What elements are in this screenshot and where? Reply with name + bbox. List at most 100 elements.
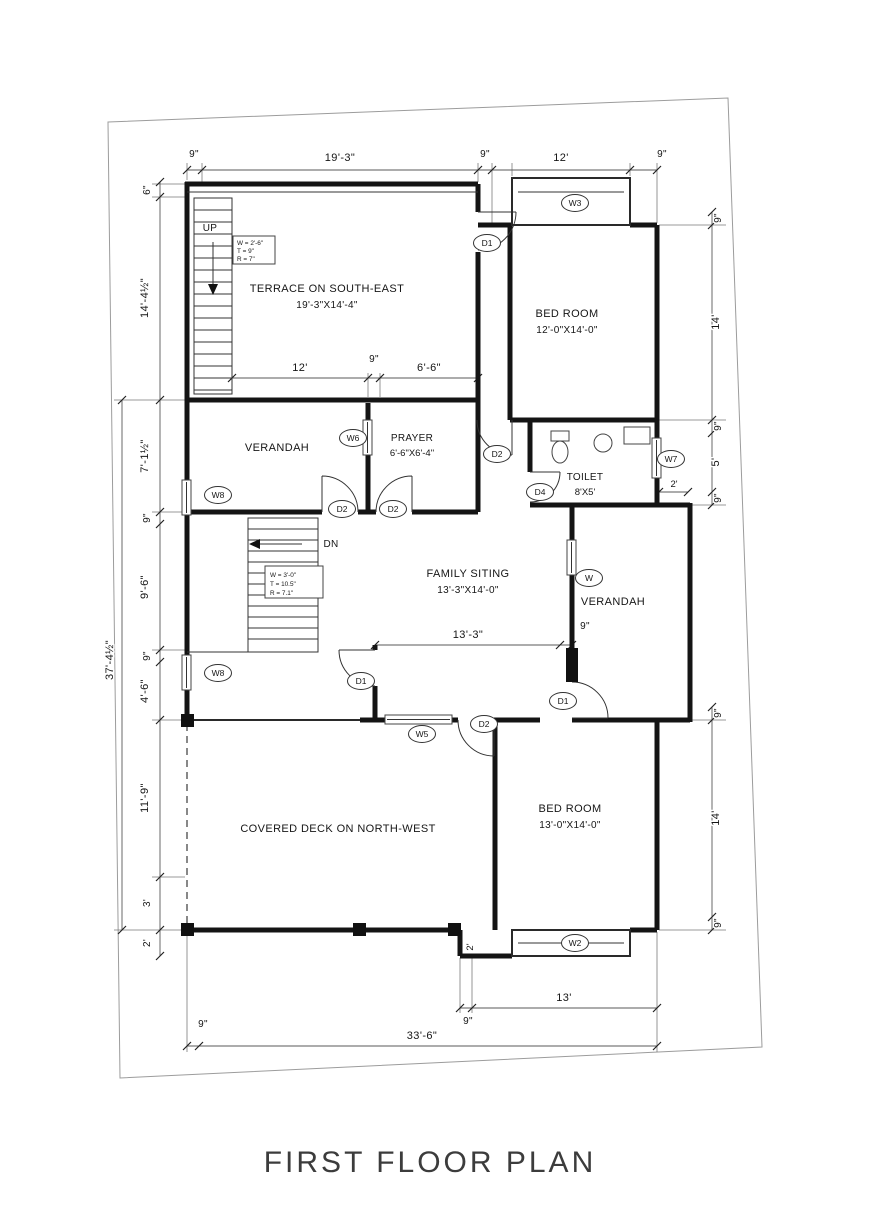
dim-left-3: 3' [142, 899, 153, 907]
tag-d1-top: D1 [482, 238, 493, 248]
bay-window-w3 [511, 177, 631, 226]
dim-top-19-3: 19'-3" [325, 152, 355, 164]
tag-d1-family: D1 [356, 676, 367, 686]
tag-w8-lower: W8 [212, 668, 225, 678]
bay-window-w2 [511, 929, 631, 957]
stair-labels: UP DN W = 2'-6" T = 9" R = 7" W = 3'-0" … [201, 222, 339, 598]
dim-right-14a: 14' [710, 314, 722, 330]
property-boundary [107, 97, 763, 1079]
room-label-bedroom-bottom: BED ROOM [538, 803, 601, 815]
room-label-terrace: TERRACE ON SOUTH-EAST [250, 283, 404, 295]
stair-spec-box-lower [264, 565, 324, 599]
room-size-bedroom-bottom: 13'-0"X14'-0" [539, 820, 601, 831]
stair-spec-lower-3: R = 7.1" [270, 590, 293, 597]
stairs-up-label: UP [203, 223, 218, 234]
dim-left-9a: 9" [142, 513, 153, 523]
dim-top-9a: 9" [189, 149, 199, 160]
tag-w6: W6 [347, 433, 360, 443]
dim-left-2: 2' [142, 939, 153, 947]
dim-right-9c: 9" [713, 493, 724, 503]
tag-w2: W2 [569, 938, 582, 948]
column [181, 714, 194, 727]
dim-right-9b: 9" [713, 421, 724, 431]
up-arrow-head [208, 284, 218, 295]
stair-spec-upper-1: W = 2'-6" [237, 240, 263, 247]
column [353, 923, 366, 936]
opening-tags: W3 D1 D2 W6 D4 W7 W8 D2 D2 W D1 D1 W5 D2… [204, 194, 685, 952]
room-label-verandah-right: VERANDAH [581, 596, 645, 608]
dim-top-9b: 9" [480, 149, 490, 160]
room-labels: TERRACE ON SOUTH-EAST 19'-3"X14'-4" BED … [239, 282, 646, 837]
room-size-prayer: 6'-6"X6'-4" [390, 448, 434, 459]
dim-top-9c: 9" [657, 149, 667, 160]
room-label-verandah-left: VERANDAH [245, 442, 309, 454]
tag-w8-upper: W8 [212, 490, 225, 500]
room-label-prayer: PRAYER [391, 433, 433, 444]
walls [184, 181, 693, 959]
wc-bowl [551, 440, 569, 464]
toilet-shelf [623, 426, 651, 445]
dim-left-11-9: 11'-9" [139, 783, 151, 813]
stair-spec-box-upper [232, 235, 276, 265]
tag-w3: W3 [569, 198, 582, 208]
dim-terrace-12: 12' [292, 362, 308, 374]
room-size-bedroom-top: 12'-0"X14'-0" [536, 325, 598, 336]
tag-w5: W5 [416, 729, 429, 739]
wash-basin [593, 433, 613, 453]
tag-d1-verandah: D1 [558, 696, 569, 706]
dim-step-2: 2' [465, 943, 476, 950]
dim-overall-left: 37'-4½" [104, 640, 116, 680]
room-size-toilet: 8'X5' [575, 487, 596, 498]
drawing-title: FIRST FLOOR PLAN [264, 1146, 597, 1179]
tag-w-verandah: W [585, 573, 593, 583]
stair-spec-upper-2: T = 9" [237, 248, 254, 255]
tag-d2-ver-left: D2 [337, 504, 348, 514]
dim-left-7-1: 7'-1½" [139, 439, 151, 472]
dim-terrace-9: 9" [369, 354, 379, 365]
room-size-terrace: 19'-3"X14'-4" [296, 300, 358, 311]
dim-top-12: 12' [553, 152, 569, 164]
stairs-lower [247, 517, 324, 653]
stair-spec-lower-2: T = 10.5" [270, 581, 296, 588]
dim-toilet-2: 2' [670, 479, 677, 490]
door-d1-verandah [571, 681, 609, 719]
dim-right-9d: 9" [713, 708, 724, 718]
dn-arrow-head [249, 539, 260, 549]
tag-d4: D4 [535, 487, 546, 497]
column [448, 923, 461, 936]
tag-d2-hall: D2 [492, 449, 503, 459]
fixtures [181, 426, 651, 936]
dim-right-9a: 9" [713, 213, 724, 223]
windows [181, 177, 662, 957]
dim-family-9: 9" [580, 621, 590, 632]
dimension-labels: 9" 19'-3" 9" 12' 9" 6" 14'-4½" 7'-1½" 9"… [103, 148, 726, 1044]
dim-left-4-6: 4'-6" [139, 679, 151, 703]
room-label-family: FAMILY SITING [426, 568, 509, 580]
dim-left-14-4: 14'-4½" [139, 278, 151, 318]
dim-right-5: 5' [710, 457, 722, 466]
dimension-lines [117, 165, 717, 1051]
dim-left-9-6: 9'-6" [139, 575, 151, 599]
dim-family-13-3: 13'-3" [453, 629, 483, 641]
tag-d2-ver-right: D2 [388, 504, 399, 514]
wall-pier [566, 648, 578, 682]
room-label-bedroom-top: BED ROOM [535, 308, 598, 320]
column [181, 923, 194, 936]
dim-bottom-9b: 9" [198, 1019, 208, 1030]
stair-spec-upper-3: R = 7" [237, 256, 255, 263]
tag-d2-bedroom: D2 [479, 719, 490, 729]
wc-tank [550, 430, 570, 442]
room-label-deck: COVERED DECK ON NORTH-WEST [240, 823, 435, 835]
dim-bottom-9a: 9" [463, 1016, 473, 1027]
room-label-toilet: TOILET [567, 472, 604, 483]
dimension-extensions [114, 163, 726, 1052]
tag-w7: W7 [665, 454, 678, 464]
dim-terrace-6-6: 6'-6" [417, 362, 441, 374]
room-size-family: 13'-3"X14'-0" [437, 585, 499, 596]
door-d2-verandah-left [321, 475, 359, 513]
dim-left-6: 6" [142, 185, 153, 195]
dim-right-9e: 9" [713, 918, 724, 928]
door-d2-verandah-right [375, 475, 413, 513]
